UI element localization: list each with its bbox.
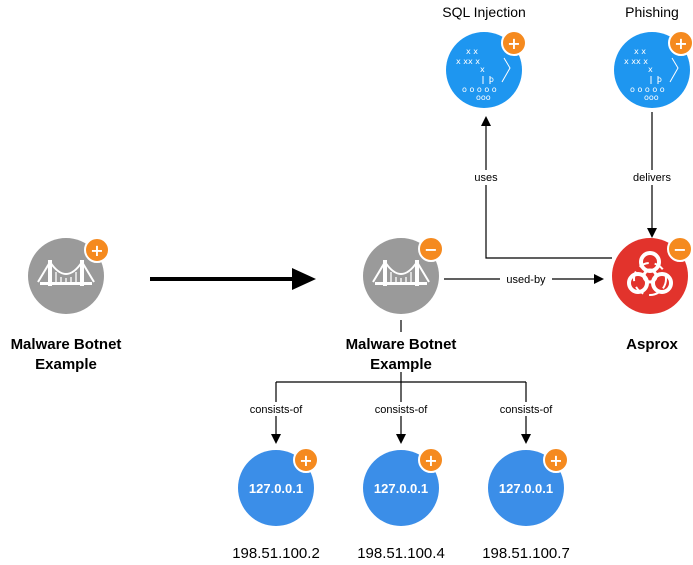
- plus-badge-icon: [501, 30, 527, 56]
- uses-label: uses: [474, 172, 498, 184]
- delivers-label: delivers: [633, 172, 671, 184]
- botnet-collapsed-node[interactable]: + Malware Botnet Example: [11, 237, 122, 373]
- badge-sign: +: [549, 451, 562, 470]
- badge-sign: +: [299, 451, 312, 470]
- used-by-label: used-by: [506, 274, 546, 286]
- ip-circle: [238, 450, 314, 526]
- node-label: Malware Botnet: [346, 336, 457, 353]
- expand-badge[interactable]: +: [418, 447, 444, 473]
- node-label: Example: [35, 356, 97, 373]
- expand-badge[interactable]: +: [543, 447, 569, 473]
- expand-arrow-head: [292, 268, 316, 290]
- ip-inner-label: 127.0.0.1: [374, 481, 428, 496]
- ip-circle: [363, 450, 439, 526]
- collapse-badge[interactable]: −: [667, 236, 693, 262]
- uses-edge: [481, 116, 612, 259]
- edges: used-by uses delivers consists-of consis…: [150, 112, 674, 444]
- node-label: Example: [370, 356, 432, 373]
- uses-label-bg: [470, 170, 502, 185]
- biohazard-icon: [627, 251, 673, 296]
- ip-node[interactable]: 127.0.0.1 + 198.51.100.4: [357, 447, 445, 562]
- minus-badge-icon: [418, 236, 444, 262]
- asprox-node[interactable]: − Asprox: [612, 236, 693, 353]
- badge-sign: +: [424, 451, 437, 470]
- plus-badge-icon: [293, 447, 319, 473]
- ip-node[interactable]: 127.0.0.1 + 198.51.100.7: [482, 447, 570, 562]
- node-label: SQL Injection: [442, 4, 526, 20]
- minus-badge-icon: [667, 236, 693, 262]
- infrastructure-circle: [28, 238, 104, 314]
- plus-badge-icon: [543, 447, 569, 473]
- node-label: Malware Botnet: [11, 336, 122, 353]
- consists-of-label: consists-of: [250, 404, 304, 416]
- badge-sign: +: [507, 34, 520, 53]
- ip-caption: 198.51.100.4: [357, 545, 445, 562]
- consists-of-label-bg: [496, 402, 556, 416]
- sql-injection-node[interactable]: SQL Injection +: [442, 4, 527, 108]
- plus-badge-icon: [668, 30, 693, 56]
- infrastructure-circle: [363, 238, 439, 314]
- ip-inner-label: 127.0.0.1: [249, 481, 303, 496]
- ip-circle: [488, 450, 564, 526]
- consists-of-label-bg: [371, 402, 431, 416]
- expand-badge[interactable]: +: [293, 447, 319, 473]
- expand-badge[interactable]: +: [501, 30, 527, 56]
- delivers-label-bg: [630, 170, 674, 185]
- node-label: Phishing: [625, 4, 679, 20]
- plus-badge-icon: [84, 237, 110, 263]
- consists-of-label-bg: [246, 402, 306, 416]
- ip-caption: 198.51.100.7: [482, 545, 570, 562]
- ip-node[interactable]: 127.0.0.1 + 198.51.100.2: [232, 447, 320, 562]
- ip-inner-label: 127.0.0.1: [499, 481, 553, 496]
- badge-sign: −: [673, 240, 686, 259]
- collapse-badge[interactable]: −: [418, 236, 444, 262]
- botnet-expanded-node[interactable]: − Malware Botnet Example: [346, 236, 457, 373]
- used-by-label-bg: [500, 272, 552, 285]
- consists-of-label: consists-of: [375, 404, 429, 416]
- badge-sign: −: [424, 240, 437, 259]
- plus-badge-icon: [418, 447, 444, 473]
- node-label: Asprox: [626, 336, 678, 353]
- consists-of-label: consists-of: [500, 404, 554, 416]
- badge-sign: +: [674, 34, 687, 53]
- phishing-node[interactable]: Phishing +: [614, 4, 693, 108]
- badge-sign: +: [90, 241, 103, 260]
- expand-badge[interactable]: +: [668, 30, 693, 56]
- malware-circle: [612, 238, 688, 314]
- expand-badge[interactable]: +: [84, 237, 110, 263]
- ip-caption: 198.51.100.2: [232, 545, 320, 562]
